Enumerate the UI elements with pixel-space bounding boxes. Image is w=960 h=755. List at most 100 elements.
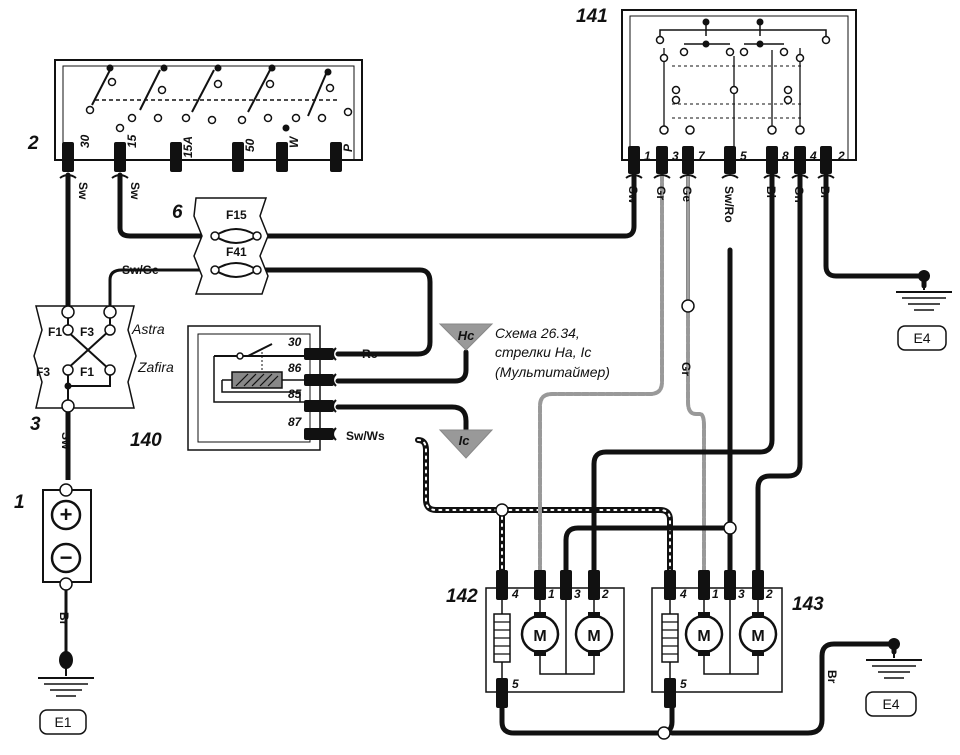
junctions [495, 503, 737, 740]
ignition-terminal-15a: 15A [181, 136, 195, 158]
switch-141: 1 3 7 5 8 4 2 [621, 9, 857, 179]
ignition-terminal-p: P [341, 143, 355, 152]
wire-f41-to-relay30 [262, 267, 433, 357]
ignition-terminal-w: W [287, 135, 301, 148]
fuse-box-6: F15 F41 [193, 197, 269, 295]
wire-87-swws-stripe [417, 439, 671, 576]
wire-label-sw-30: Sw [76, 182, 90, 200]
m143-pin-2: 2 [765, 587, 773, 601]
switch141-pin-8: 8 [782, 149, 789, 163]
ground-e1: E1 [38, 651, 94, 735]
switch141-pin-3: 3 [672, 149, 679, 163]
wire-label-br-ground: Br [825, 670, 839, 684]
wire-gr-to-142 [538, 173, 664, 577]
motor-142-b-icon: M [587, 628, 600, 645]
label-component-1: 1 [14, 492, 25, 513]
motor-142-a-icon: M [533, 628, 546, 645]
label-component-140: 140 [130, 430, 162, 451]
wire-label-141-gn: Gn [792, 186, 806, 203]
connector-ic: Ic [438, 429, 494, 459]
m142-pin-1: 1 [548, 587, 555, 601]
wires [64, 172, 927, 736]
relay-pin-85: 85 [288, 387, 302, 401]
wire-label-141-gr: Gr [654, 186, 668, 200]
connector-hc-label: Hc [458, 328, 475, 343]
m142-pin-4: 4 [511, 587, 519, 601]
label-component-3: 3 [30, 414, 41, 435]
note-line-1: Схема 26.34, [495, 325, 580, 341]
model-label-zafira: Zafira [137, 359, 174, 375]
motor-143-b-icon: M [751, 628, 764, 645]
wire-86-to-hc [335, 349, 469, 384]
wire-label-sw-battery: Sw [59, 432, 73, 450]
wire-label-sw-ws: Sw/Ws [346, 429, 385, 443]
wire-label-gr-mid: Gr [679, 362, 693, 376]
fuse-f1-astra: F1 [48, 325, 62, 339]
m142-pin-3: 3 [574, 587, 581, 601]
wire-142-3-bridge [563, 525, 733, 578]
ground-e4-bottom: E4 [865, 638, 922, 717]
connector-ic-label: Ic [459, 433, 471, 448]
label-component-6: 6 [172, 202, 183, 223]
m143-pin-1: 1 [712, 587, 719, 601]
wire-bl [591, 172, 775, 578]
battery-plus-icon: + [60, 502, 73, 527]
wire-label-141-swro: Sw/Ro [722, 186, 736, 223]
motor-unit-142: M M 4 1 3 2 5 [485, 570, 625, 708]
wire-label-ro: Ro [362, 347, 378, 361]
switch141-pin-1: 1 [644, 149, 651, 163]
scheme-note: Схема 26.34, стрелки На, Ic (Мультитайме… [495, 325, 610, 380]
wire-141-br-ground [823, 172, 927, 289]
ground-e4-top: E4 [896, 270, 952, 351]
fuse-f41-label: F41 [226, 245, 247, 259]
switch141-pin-7: 7 [698, 149, 706, 163]
label-component-2: 2 [27, 133, 39, 154]
fuse-block-3: F1 F3 F3 F1 Astra Zafira [33, 305, 174, 413]
wire-swge [108, 268, 202, 314]
ignition-terminal-15: 15 [125, 134, 139, 148]
m143-pin-4: 4 [679, 587, 687, 601]
wire-87-swws [415, 437, 673, 578]
wire-gn [755, 172, 803, 578]
switch141-pin-2: 2 [837, 149, 845, 163]
ground-e4-top-label: E4 [913, 330, 930, 346]
wire-common-ground [669, 641, 897, 736]
note-line-3: (Мультитаймер) [495, 364, 610, 380]
wire-label-sw-ge: Sw/Ge [122, 263, 159, 277]
relay-pin-30: 30 [288, 335, 302, 349]
motor-143-a-icon: M [697, 628, 710, 645]
label-component-143: 143 [792, 594, 824, 615]
m143-pin-5: 5 [680, 677, 687, 691]
label-component-142: 142 [446, 586, 478, 607]
wire-label-141-bl: Bl [764, 186, 778, 198]
fuse-f15-label: F15 [226, 208, 247, 222]
wire-label-141-ge: Ge [680, 186, 694, 202]
wire-label-141-sw: Sw [626, 186, 640, 204]
switch141-pin-5: 5 [740, 149, 747, 163]
splice-ge [681, 299, 695, 313]
wire-15-to-141 [117, 172, 637, 239]
battery-minus-icon: − [60, 545, 73, 570]
wire-85-to-ic [335, 404, 469, 435]
m143-pin-3: 3 [738, 587, 745, 601]
relay-140: 30 86 85 87 [187, 325, 337, 451]
ground-e1-label: E1 [54, 714, 71, 730]
battery-1: + − [42, 483, 92, 591]
ground-e4-bottom-label: E4 [882, 696, 899, 712]
fuse-f3-zafira: F3 [36, 365, 50, 379]
ignition-switch: 30 15 15A 50 W P [54, 59, 363, 172]
relay-pin-86: 86 [288, 361, 302, 375]
connector-hc: Hc [438, 323, 494, 351]
ignition-terminal-30: 30 [78, 134, 92, 148]
note-line-2: стрелки На, Ic [495, 344, 591, 360]
wire-label-sw-15: Sw [128, 182, 142, 200]
wire-motor-ground [499, 703, 675, 736]
wire-label-141-br: Br [818, 186, 832, 200]
ignition-connectors [59, 174, 129, 179]
model-label-astra: Astra [131, 321, 165, 337]
wire-label-br-battery: Br [57, 612, 71, 626]
m142-pin-2: 2 [601, 587, 609, 601]
m142-pin-5: 5 [512, 677, 519, 691]
wire-gr-to-143 [686, 310, 706, 577]
